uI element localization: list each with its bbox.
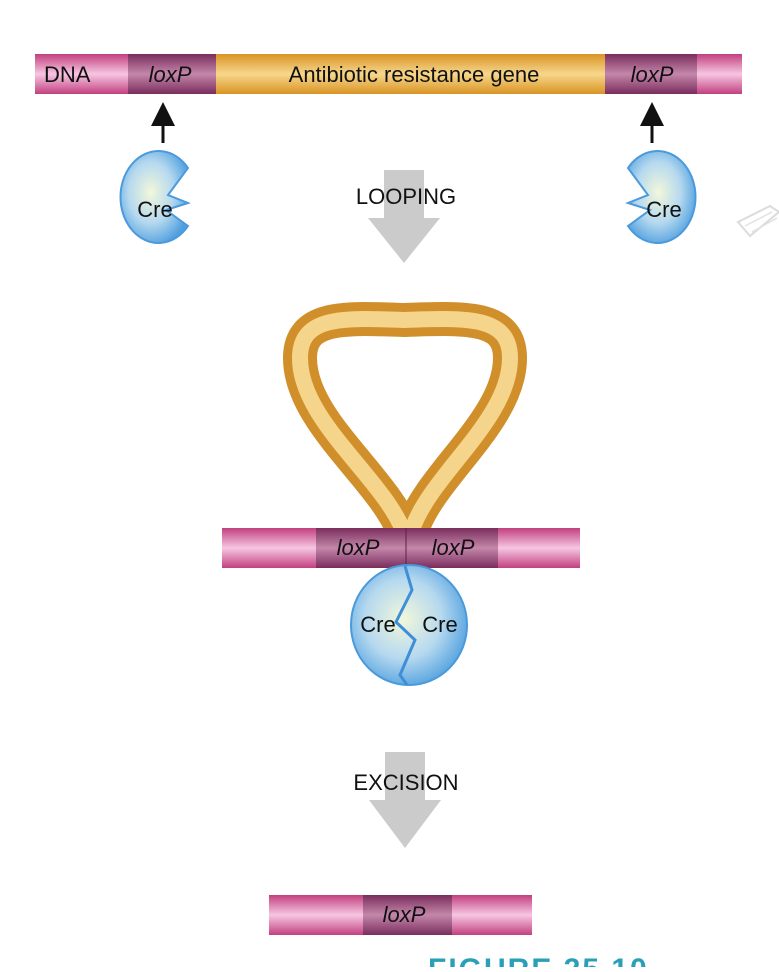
middle-dna-strand: loxP loxP — [222, 528, 580, 568]
looping-step-arrow — [368, 170, 440, 263]
gene-label: Antibiotic resistance gene — [289, 62, 540, 87]
dna-segment-right — [697, 54, 742, 94]
looping-label: LOOPING — [356, 184, 456, 209]
dna-segment-result-left — [269, 895, 363, 935]
loxp-label-middle-right: loxP — [432, 535, 475, 560]
loxp-site-right — [605, 54, 697, 94]
dna-label: DNA — [44, 62, 91, 87]
watermark-icon — [736, 204, 779, 238]
dna-loop — [282, 302, 528, 547]
cre-label-left: Cre — [137, 197, 172, 222]
loxp-label-left: loxP — [149, 62, 192, 87]
dna-segment-middle-left — [222, 528, 316, 568]
dna-segment-left — [35, 54, 128, 94]
cre-dimer: Cre Cre — [350, 564, 468, 686]
figure-caption: FIGURE 25.10 — [428, 953, 649, 967]
loxp-label-right: loxP — [631, 62, 674, 87]
dna-segment-middle-right — [498, 528, 580, 568]
antibiotic-resistance-gene — [216, 54, 605, 94]
loxp-label-result: loxP — [383, 902, 426, 927]
cre-enzyme-left: Cre — [119, 150, 191, 244]
loxp-label-middle-left: loxP — [337, 535, 380, 560]
excision-label: EXCISION — [353, 770, 458, 795]
cre-enzyme-right: Cre — [625, 150, 697, 244]
loxp-site-left — [128, 54, 216, 94]
loxp-site-result — [363, 895, 452, 935]
cre-dimer-label-right: Cre — [422, 612, 457, 637]
dna-segment-result-right — [452, 895, 532, 935]
loxp-site-middle-right — [406, 528, 498, 568]
cre-dimer-label-left: Cre — [360, 612, 395, 637]
loxp-site-middle-left — [316, 528, 406, 568]
excision-step-arrow — [369, 752, 441, 848]
cre-label-right: Cre — [646, 197, 681, 222]
result-dna-strand: loxP — [269, 895, 532, 935]
top-dna-strand: DNA loxP Antibiotic resistance gene loxP — [35, 54, 742, 94]
